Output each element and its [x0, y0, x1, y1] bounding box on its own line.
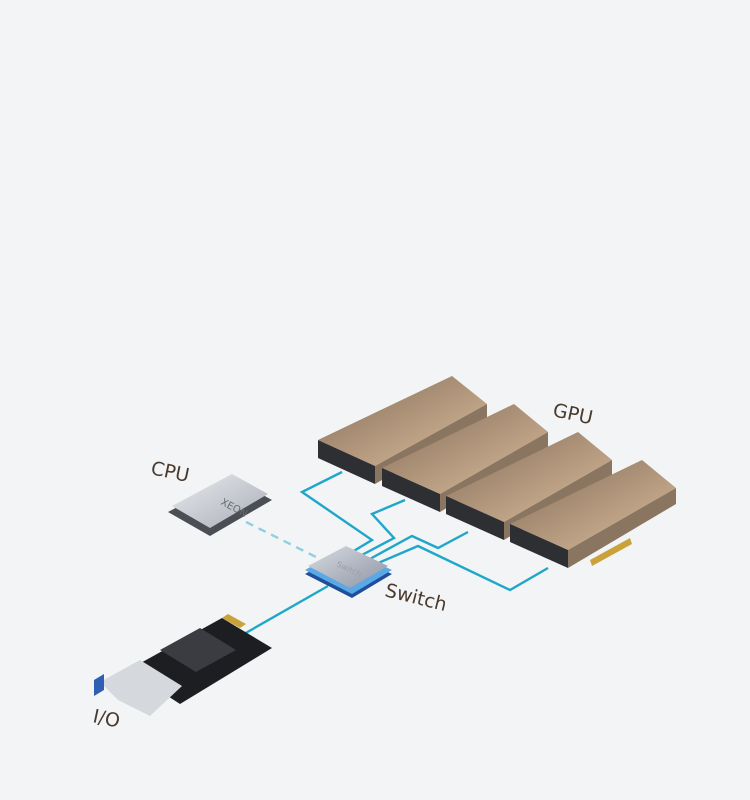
link-io	[243, 584, 329, 636]
cpu-chip: XEON	[168, 474, 272, 536]
gpu-group	[318, 376, 676, 568]
gpu-card-4	[510, 460, 676, 568]
label-io: I/O	[91, 705, 122, 732]
link-gpu-2	[359, 498, 406, 558]
label-gpu: GPU	[551, 399, 595, 429]
link-gpu-4	[375, 544, 549, 592]
label-switch: Switch	[383, 580, 449, 617]
pcie-connector	[590, 538, 632, 566]
gpu-links	[299, 470, 549, 592]
link-cpu-dashed	[245, 520, 327, 564]
switch-chip: Switch	[305, 546, 392, 598]
link-gpu-1	[299, 470, 375, 554]
io-card	[94, 614, 272, 716]
bracket-tab	[94, 674, 104, 696]
label-cpu: CPU	[149, 457, 191, 487]
link-gpu-3	[367, 530, 469, 562]
